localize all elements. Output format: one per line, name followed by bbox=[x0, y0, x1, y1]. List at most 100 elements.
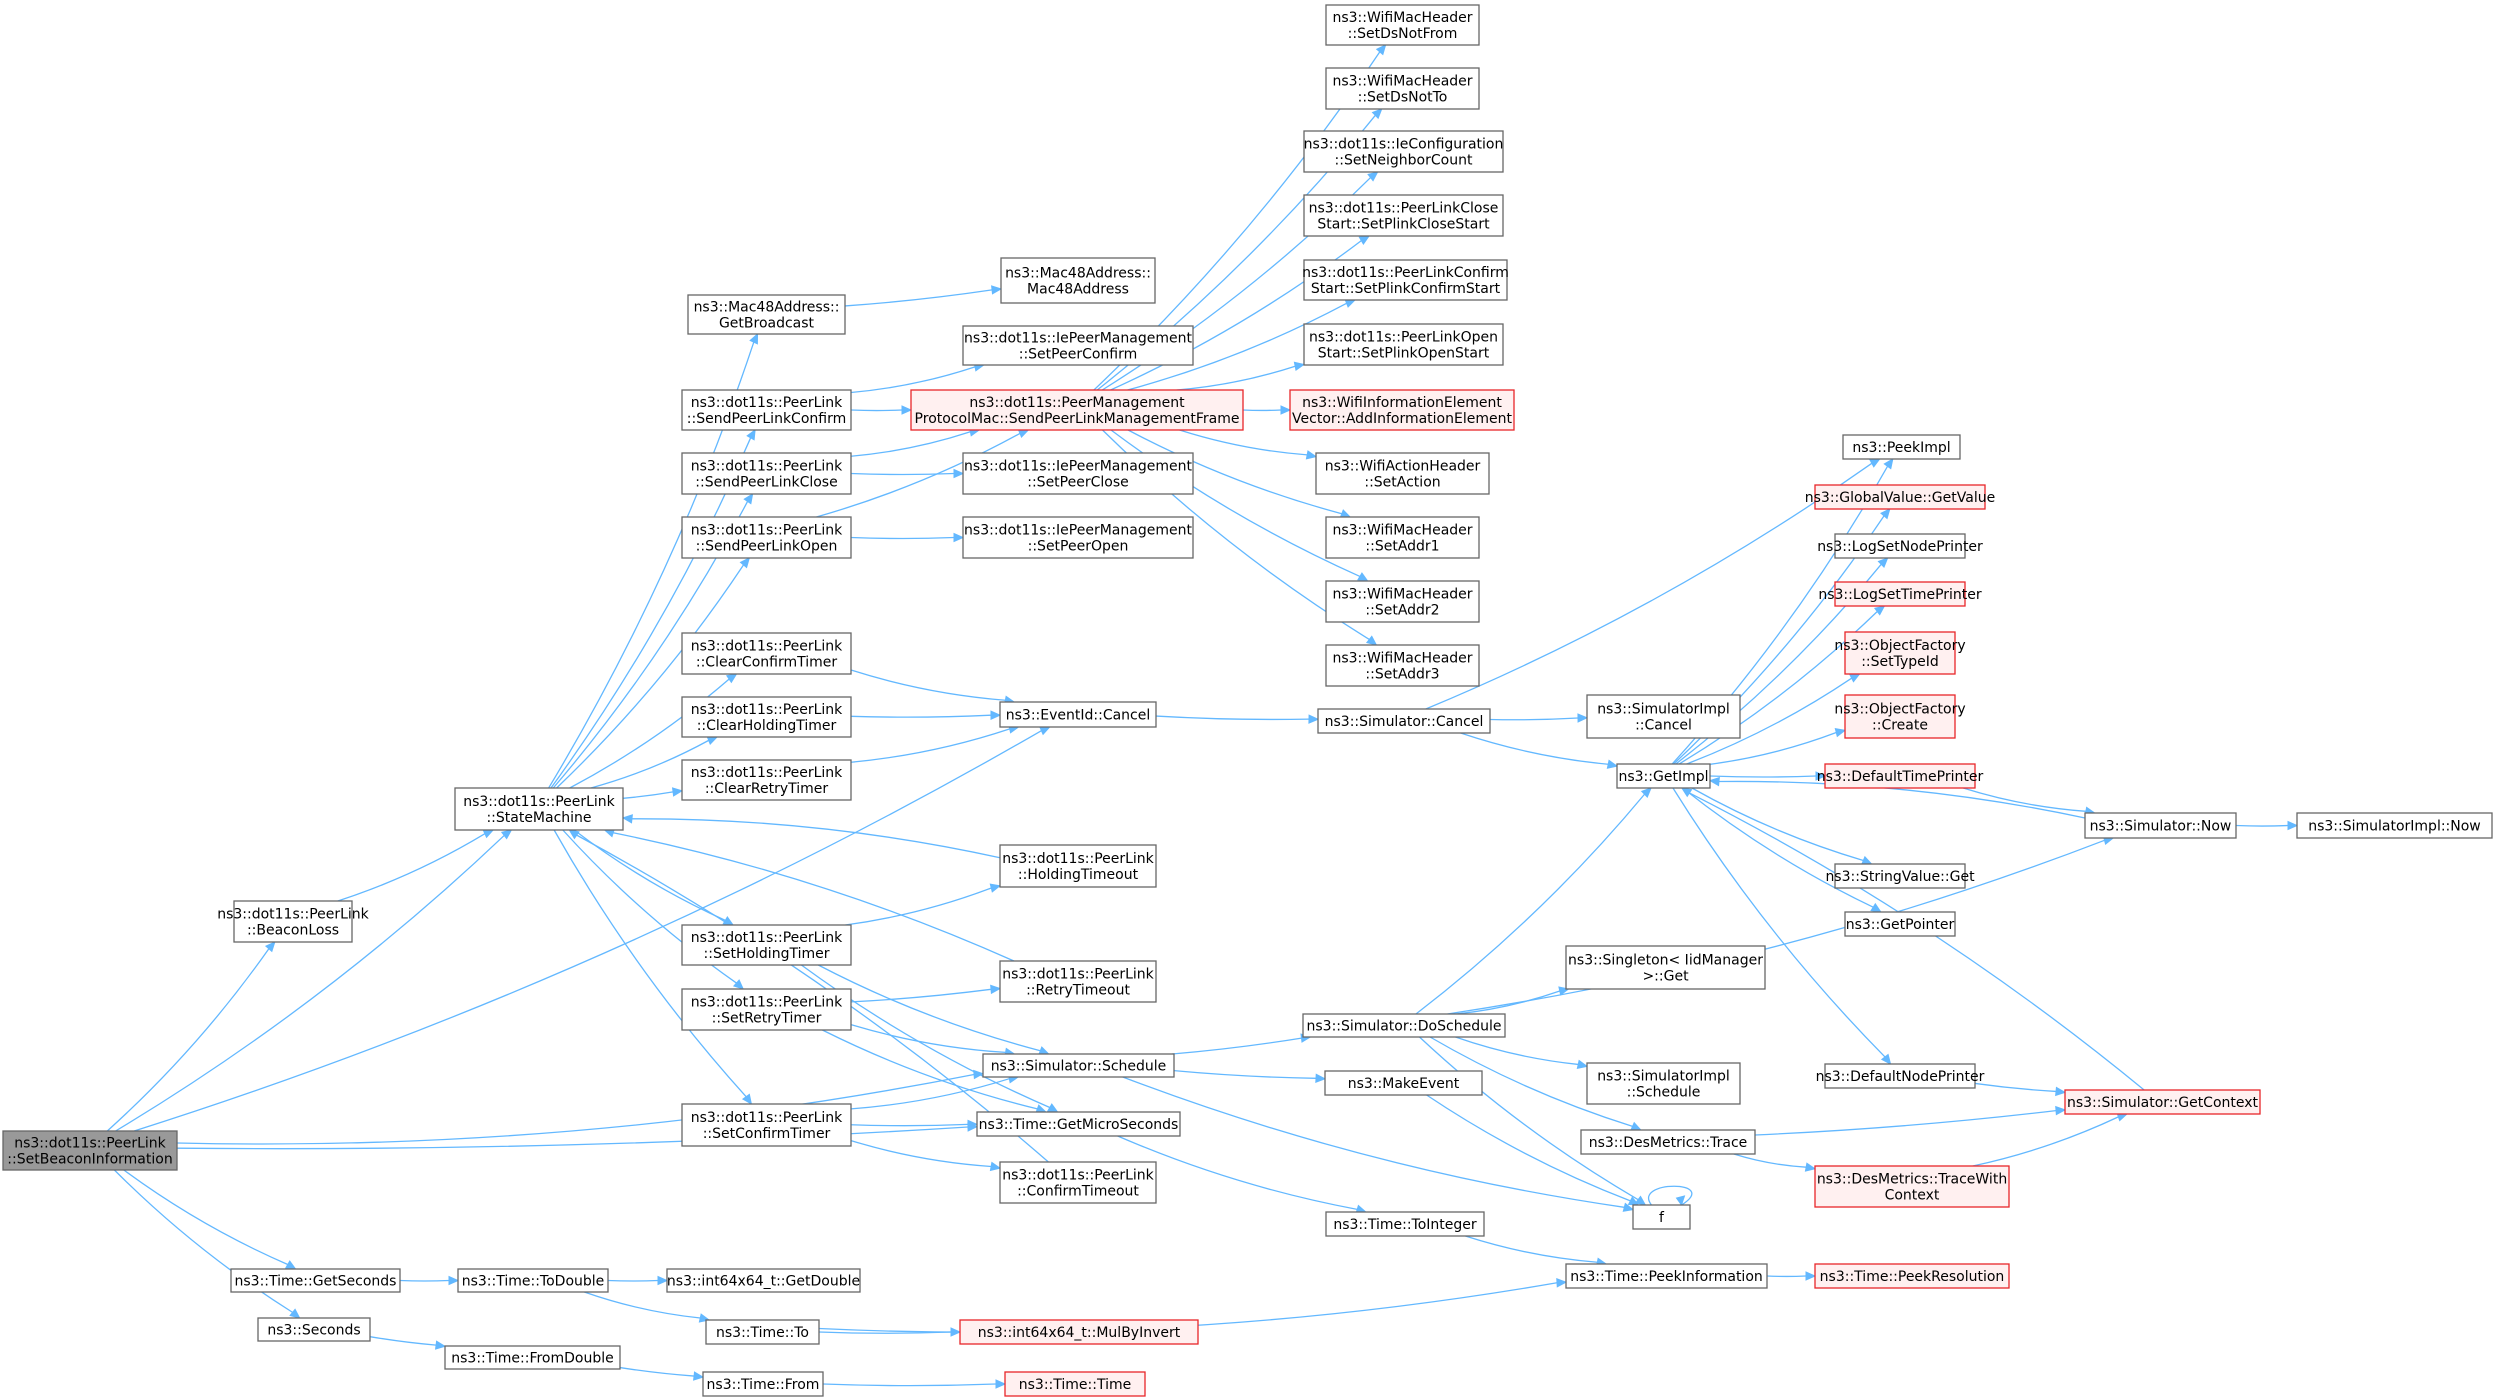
node-implnow[interactable]: ns3::SimulatorImpl::Now bbox=[2296, 812, 2493, 839]
node-deftime[interactable]: ns3::DefaultTimePrinter bbox=[1817, 763, 1984, 789]
node-sendclose[interactable]: ns3::dot11s::PeerLink::SendPeerLinkClose bbox=[681, 452, 852, 495]
node-statemachine[interactable]: ns3::dot11s::PeerLink::StateMachine bbox=[454, 787, 624, 831]
node-label: ns3::WifiMacHeader bbox=[1332, 523, 1472, 539]
node-fromdouble[interactable]: ns3::Time::FromDouble bbox=[444, 1345, 621, 1370]
node-iepeerconfirm[interactable]: ns3::dot11s::IePeerManagement::SetPeerCo… bbox=[962, 325, 1194, 366]
node-label: ns3::dot11s::PeerLink bbox=[691, 639, 843, 655]
node-box bbox=[681, 696, 852, 738]
node-setdsnotfrom[interactable]: ns3::WifiMacHeader::SetDsNotFrom bbox=[1325, 4, 1480, 46]
node-settypeid[interactable]: ns3::ObjectFactory::SetTypeId bbox=[1834, 631, 1966, 675]
node-label: ns3::Time::FromDouble bbox=[451, 1351, 614, 1367]
node-tointeger[interactable]: ns3::Time::ToInteger bbox=[1325, 1211, 1485, 1237]
node-box bbox=[1303, 323, 1504, 366]
node-desmetrics[interactable]: ns3::DesMetrics::Trace bbox=[1580, 1129, 1756, 1155]
node-eventcancel[interactable]: ns3::EventId::Cancel bbox=[999, 701, 1157, 728]
node-setneighbor[interactable]: ns3::dot11s::IeConfiguration::SetNeighbo… bbox=[1303, 130, 1504, 173]
node-beaconloss[interactable]: ns3::dot11s::PeerLink::BeaconLoss bbox=[217, 900, 370, 943]
node-simnow[interactable]: ns3::Simulator::Now bbox=[2084, 812, 2237, 839]
node-peekres[interactable]: ns3::Time::PeekResolution bbox=[1814, 1263, 2010, 1289]
node-getdouble[interactable]: ns3::int64x64_t::GetDouble bbox=[666, 1268, 861, 1293]
node-implcancel[interactable]: ns3::SimulatorImpl::Cancel bbox=[1586, 694, 1741, 739]
node-label: ::SetPeerOpen bbox=[1028, 539, 1129, 555]
node-setaddr3[interactable]: ns3::WifiMacHeader::SetAddr3 bbox=[1325, 644, 1480, 687]
edge-simcancel-to-getimpl bbox=[1460, 732, 1619, 769]
node-label: ns3::dot11s::PeerLink bbox=[217, 907, 369, 923]
nodes-layer: ns3::dot11s::PeerLink::SetBeaconInformat… bbox=[2, 4, 2493, 1397]
node-makeevent[interactable]: ns3::MakeEvent bbox=[1324, 1070, 1483, 1096]
node-sendconfirm[interactable]: ns3::dot11s::PeerLink::SendPeerLinkConfi… bbox=[681, 389, 852, 431]
node-peekimpl[interactable]: ns3::PeekImpl bbox=[1842, 434, 1961, 460]
edge-retrytimeout-to-statemachine bbox=[603, 828, 1015, 962]
node-seconds[interactable]: ns3::Seconds bbox=[257, 1317, 371, 1342]
node-setholding[interactable]: ns3::dot11s::PeerLink::SetHoldingTimer bbox=[681, 924, 852, 966]
node-stringget[interactable]: ns3::StringValue::Get bbox=[1825, 863, 1975, 889]
node-timeto[interactable]: ns3::Time::To bbox=[705, 1319, 820, 1345]
node-label: ns3::dot11s::PeerLinkClose bbox=[1309, 201, 1499, 217]
node-plinkclose[interactable]: ns3::dot11s::PeerLinkCloseStart::SetPlin… bbox=[1303, 194, 1504, 237]
node-box bbox=[1302, 1013, 1506, 1038]
node-doschedule[interactable]: ns3::Simulator::DoSchedule bbox=[1302, 1013, 1506, 1038]
node-label: ::Cancel bbox=[1635, 718, 1692, 734]
node-implschedule[interactable]: ns3::SimulatorImpl::Schedule bbox=[1586, 1062, 1741, 1105]
node-schedule[interactable]: ns3::Simulator::Schedule bbox=[982, 1053, 1175, 1078]
node-todouble[interactable]: ns3::Time::ToDouble bbox=[457, 1268, 609, 1293]
node-getseconds[interactable]: ns3::Time::GetSeconds bbox=[230, 1268, 401, 1293]
node-clearretry[interactable]: ns3::dot11s::PeerLink::ClearRetryTimer bbox=[681, 759, 852, 801]
node-box bbox=[681, 389, 852, 431]
node-label: ns3::Simulator::DoSchedule bbox=[1307, 1019, 1502, 1035]
node-timefrom[interactable]: ns3::Time::From bbox=[702, 1371, 824, 1397]
node-setretry[interactable]: ns3::dot11s::PeerLink::SetRetryTimer bbox=[681, 988, 852, 1031]
node-peekinfo[interactable]: ns3::Time::PeekInformation bbox=[1565, 1263, 1768, 1289]
node-simcancel[interactable]: ns3::Simulator::Cancel bbox=[1317, 708, 1491, 734]
edge-schedule-to-f bbox=[1122, 1076, 1635, 1212]
node-box bbox=[1325, 4, 1480, 46]
node-addinfo[interactable]: ns3::WifiInformationElementVector::AddIn… bbox=[1289, 389, 1515, 431]
node-box bbox=[1834, 863, 1966, 889]
node-logtime[interactable]: ns3::LogSetTimePrinter bbox=[1818, 581, 1982, 607]
node-setaddr2[interactable]: ns3::WifiMacHeader::SetAddr2 bbox=[1325, 580, 1480, 623]
node-iepeeropen[interactable]: ns3::dot11s::IePeerManagement::SetPeerOp… bbox=[962, 516, 1194, 559]
node-clearholding[interactable]: ns3::dot11s::PeerLink::ClearHoldingTimer bbox=[681, 696, 852, 738]
node-clearconfirm[interactable]: ns3::dot11s::PeerLink::ClearConfirmTimer bbox=[681, 632, 852, 675]
node-label: ns3::dot11s::PeerLink bbox=[691, 1110, 843, 1126]
node-label: ns3::MakeEvent bbox=[1348, 1076, 1460, 1092]
node-getimpl[interactable]: ns3::GetImpl bbox=[1616, 763, 1711, 789]
node-box bbox=[687, 294, 846, 335]
node-singleton[interactable]: ns3::Singleton< IidManager>::Get bbox=[1565, 945, 1766, 990]
node-label: ns3::int64x64_t::GetDouble bbox=[667, 1274, 860, 1290]
node-getvalue[interactable]: ns3::GlobalValue::GetValue bbox=[1805, 484, 1995, 510]
node-getbroadcast[interactable]: ns3::Mac48Address::GetBroadcast bbox=[687, 294, 846, 335]
node-label: ::SetPeerConfirm bbox=[1019, 347, 1138, 363]
node-box bbox=[999, 1161, 1157, 1204]
node-sendopen[interactable]: ns3::dot11s::PeerLink::SendPeerLinkOpen bbox=[681, 516, 852, 559]
node-create[interactable]: ns3::ObjectFactory::Create bbox=[1834, 694, 1966, 739]
node-setaction[interactable]: ns3::WifiActionHeader::SetAction bbox=[1315, 452, 1490, 495]
node-f[interactable]: f bbox=[1632, 1204, 1691, 1230]
node-defnode[interactable]: ns3::DefaultNodePrinter bbox=[1816, 1063, 1985, 1089]
node-mulbyinvert[interactable]: ns3::int64x64_t::MulByInvert bbox=[959, 1319, 1199, 1345]
node-lognode[interactable]: ns3::LogSetNodePrinter bbox=[1817, 533, 1983, 559]
node-box bbox=[1616, 763, 1711, 789]
node-getpointer[interactable]: ns3::GetPointer bbox=[1844, 911, 1956, 937]
node-setbeacon[interactable]: ns3::dot11s::PeerLink::SetBeaconInformat… bbox=[2, 1130, 178, 1171]
node-getmicro[interactable]: ns3::Time::GetMicroSeconds bbox=[976, 1111, 1181, 1137]
node-setaddr1[interactable]: ns3::WifiMacHeader::SetAddr1 bbox=[1325, 516, 1480, 559]
node-mac48[interactable]: ns3::Mac48Address::Mac48Address bbox=[1000, 257, 1156, 304]
node-label: ::SetDsNotFrom bbox=[1348, 26, 1458, 42]
node-sendframe[interactable]: ns3::dot11s::PeerManagementProtocolMac::… bbox=[910, 389, 1244, 431]
edge-peekinfo-to-peekres bbox=[1766, 1271, 1817, 1281]
node-iepeerclose[interactable]: ns3::dot11s::IePeerManagement::SetPeerCl… bbox=[962, 452, 1194, 495]
node-retrytimeout[interactable]: ns3::dot11s::PeerLink::RetryTimeout bbox=[999, 960, 1157, 1003]
node-setdsnotto[interactable]: ns3::WifiMacHeader::SetDsNotTo bbox=[1325, 67, 1480, 110]
node-plinkopen[interactable]: ns3::dot11s::PeerLinkOpenStart::SetPlink… bbox=[1303, 323, 1504, 366]
node-holdingtimeout[interactable]: ns3::dot11s::PeerLink::HoldingTimeout bbox=[999, 844, 1157, 888]
node-label: ns3::dot11s::PeerLink bbox=[463, 794, 615, 810]
node-timetime[interactable]: ns3::Time::Time bbox=[1004, 1371, 1146, 1397]
node-getcontext[interactable]: ns3::Simulator::GetContext bbox=[2064, 1089, 2261, 1115]
edge-sendclose-to-iepeerclose bbox=[850, 468, 965, 479]
node-plinkconfirm[interactable]: ns3::dot11s::PeerLinkConfirmStart::SetPl… bbox=[1302, 259, 1509, 301]
node-setconfirm[interactable]: ns3::dot11s::PeerLink::SetConfirmTimer bbox=[681, 1103, 852, 1147]
node-confirmtimeout[interactable]: ns3::dot11s::PeerLink::ConfirmTimeout bbox=[999, 1161, 1157, 1204]
